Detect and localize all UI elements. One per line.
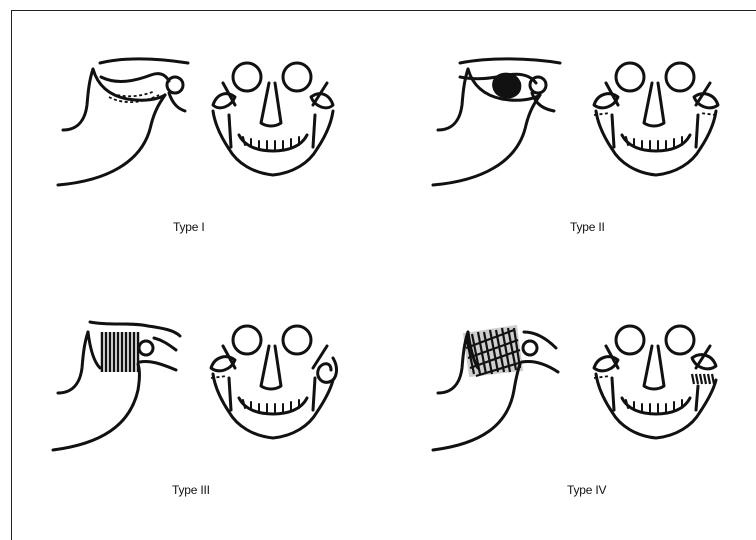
- skull-frontal: [588, 55, 738, 205]
- caption: Type II: [570, 220, 605, 234]
- figure-type-2: Type II: [430, 55, 750, 245]
- caption: Type III: [172, 483, 210, 497]
- condyle-sketch: [430, 318, 570, 458]
- skull-frontal: [588, 318, 738, 468]
- condyle-sketch: [430, 55, 570, 195]
- condyle-sketch: [55, 55, 195, 195]
- figure-type-3: Type III: [50, 318, 370, 508]
- skull-frontal: [205, 318, 355, 468]
- skull-frontal: [205, 55, 355, 205]
- caption: Type I: [173, 220, 204, 234]
- figure-type-4: Type IV: [430, 318, 750, 508]
- condyle-sketch: [50, 318, 190, 458]
- figure-type-1: Type I: [55, 55, 375, 245]
- caption: Type IV: [567, 483, 606, 497]
